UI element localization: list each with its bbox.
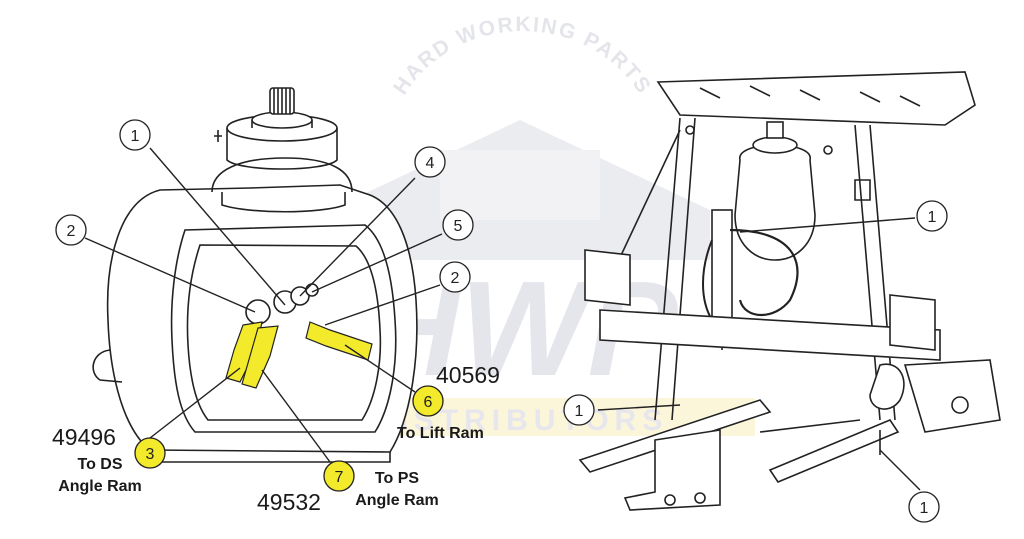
label-to-ps-angle-ram: To PS Angle Ram [346,468,448,512]
part-number-49496: 49496 [52,424,116,450]
fitting-49496 [225,321,263,383]
svg-text:7: 7 [335,469,344,486]
watermark-arc-text: HARD WORKING PARTS [389,13,656,99]
watermark-garage-door [440,150,600,220]
part-number-40569: 40569 [436,362,500,388]
svg-text:2: 2 [67,223,76,240]
label-to-ds-line2: Angle Ram [58,478,142,495]
callout-2-right: 2 [439,261,471,293]
leader-lines-right [597,217,921,491]
label-to-ds-angle-ram: To DS Angle Ram [50,454,150,498]
svg-text:6: 6 [424,394,433,411]
label-to-ds-line1: To DS [77,456,123,473]
fitting-49532 [241,325,279,389]
callout-5: 5 [442,209,474,241]
svg-text:1: 1 [920,500,929,517]
svg-text:3: 3 [146,446,155,463]
svg-text:4: 4 [426,155,435,172]
callout-7: 7 [323,460,355,492]
svg-text:1: 1 [928,209,937,226]
label-to-ps-line1: To PS [374,470,420,487]
svg-text:1: 1 [575,403,584,420]
callout-6: 6 [412,385,444,417]
label-to-ps-line2: Angle Ram [355,492,439,509]
callout-1-right-bottom: 1 [908,491,940,523]
highlighted-fittings [225,321,373,389]
label-to-lift-ram: To Lift Ram [397,425,484,442]
callout-1-right-mid: 1 [563,394,595,426]
callout-3: 3 [134,437,166,469]
callout-1-left: 1 [119,119,151,151]
part-number-49532: 49532 [257,489,321,515]
leader-lines-left [84,147,443,463]
reservoir-tank [92,87,418,463]
callout-1-right-top: 1 [916,200,948,232]
callout-2-left: 2 [55,214,87,246]
svg-text:5: 5 [454,218,463,235]
callout-4: 4 [414,146,446,178]
svg-text:1: 1 [131,128,140,145]
svg-text:2: 2 [451,270,460,287]
